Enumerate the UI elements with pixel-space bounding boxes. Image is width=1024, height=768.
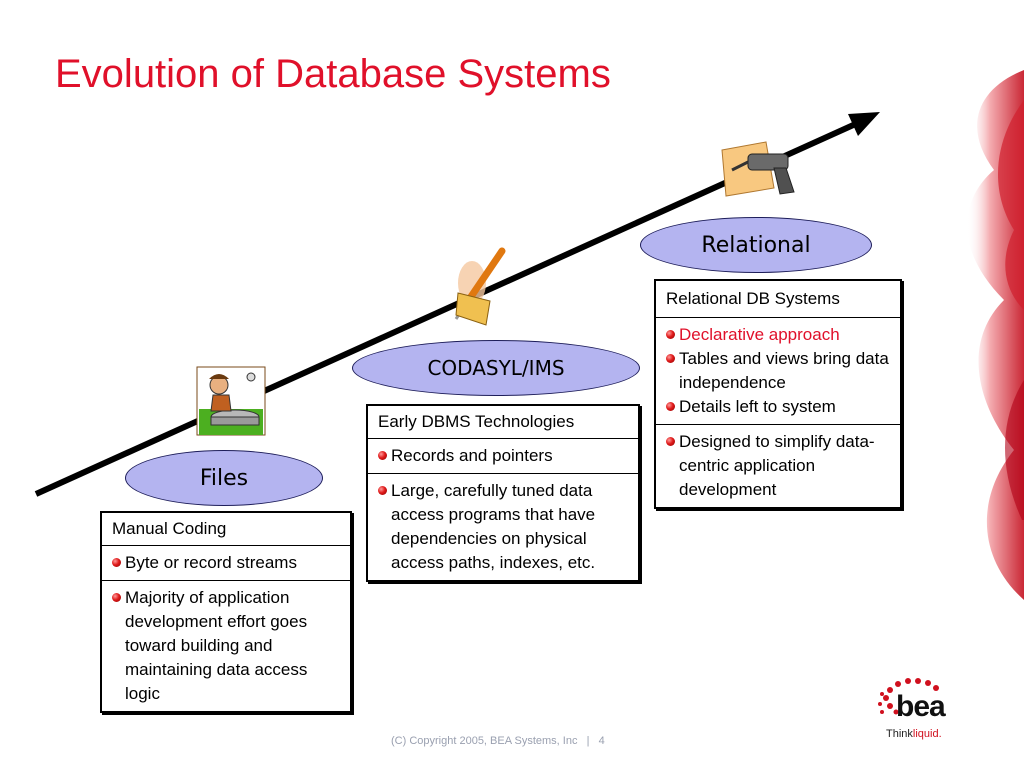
bea-dots-icon: [878, 678, 939, 715]
files-item-text: Majority of application development effo…: [125, 588, 308, 703]
bea-logo: bea Thinkliquid.: [876, 676, 956, 746]
files-description-box: Manual Coding Byte or record streams Maj…: [100, 511, 352, 713]
slide-title: Evolution of Database Systems: [55, 52, 611, 96]
codasyl-description-box: Early DBMS Technologies Records and poin…: [366, 404, 640, 582]
bullet-icon: [666, 330, 675, 339]
stage-codasyl-label: CODASYL/IMS: [427, 356, 565, 380]
relational-description-box: Relational DB Systems Declarative approa…: [654, 279, 902, 509]
files-item: Majority of application development effo…: [102, 581, 350, 711]
bullet-icon: [112, 558, 121, 567]
relational-group: Declarative approach Tables and views br…: [656, 318, 900, 425]
stage-codasyl-oval: CODASYL/IMS: [352, 340, 640, 396]
relational-item-text: Designed to simplify data-centric applic…: [679, 432, 875, 499]
screwdriver-icon: [454, 247, 506, 326]
tagline-think: Think: [886, 728, 913, 740]
stage-relational-oval: Relational: [640, 217, 872, 273]
codasyl-heading: Early DBMS Technologies: [368, 406, 638, 439]
relational-item-text: Declarative approach: [679, 325, 840, 344]
bullet-icon: [666, 354, 675, 363]
relational-group: Designed to simplify data-centric applic…: [656, 425, 900, 507]
files-item: Byte or record streams: [102, 546, 350, 581]
codasyl-item: Large, carefully tuned data access progr…: [368, 474, 638, 580]
codasyl-item: Records and pointers: [368, 439, 638, 474]
relational-item-text: Details left to system: [679, 397, 836, 416]
copyright-footer: (C) Copyright 2005, BEA Systems, Inc | 4: [391, 735, 605, 747]
bullet-icon: [378, 486, 387, 495]
bullet-icon: [112, 593, 121, 602]
power-drill-icon: [721, 141, 795, 197]
tagline-liquid: liquid.: [912, 728, 942, 740]
bea-logo-text: bea: [896, 690, 946, 723]
stage-files-label: Files: [199, 465, 249, 491]
relational-heading: Relational DB Systems: [656, 281, 900, 318]
files-heading: Manual Coding: [102, 513, 350, 546]
codasyl-item-text: Records and pointers: [391, 446, 553, 465]
stage-files-oval: Files: [125, 450, 323, 506]
stage-relational-label: Relational: [701, 232, 811, 258]
caveman-stone-wheel-icon: [196, 366, 266, 436]
bullet-icon: [378, 451, 387, 460]
relational-item-text: Tables and views bring data independence: [679, 349, 889, 392]
bullet-icon: [666, 437, 675, 446]
red-ribbon-decoration: [967, 0, 1024, 600]
bullet-icon: [666, 402, 675, 411]
codasyl-item-text: Large, carefully tuned data access progr…: [391, 481, 596, 572]
files-item-text: Byte or record streams: [125, 553, 297, 572]
